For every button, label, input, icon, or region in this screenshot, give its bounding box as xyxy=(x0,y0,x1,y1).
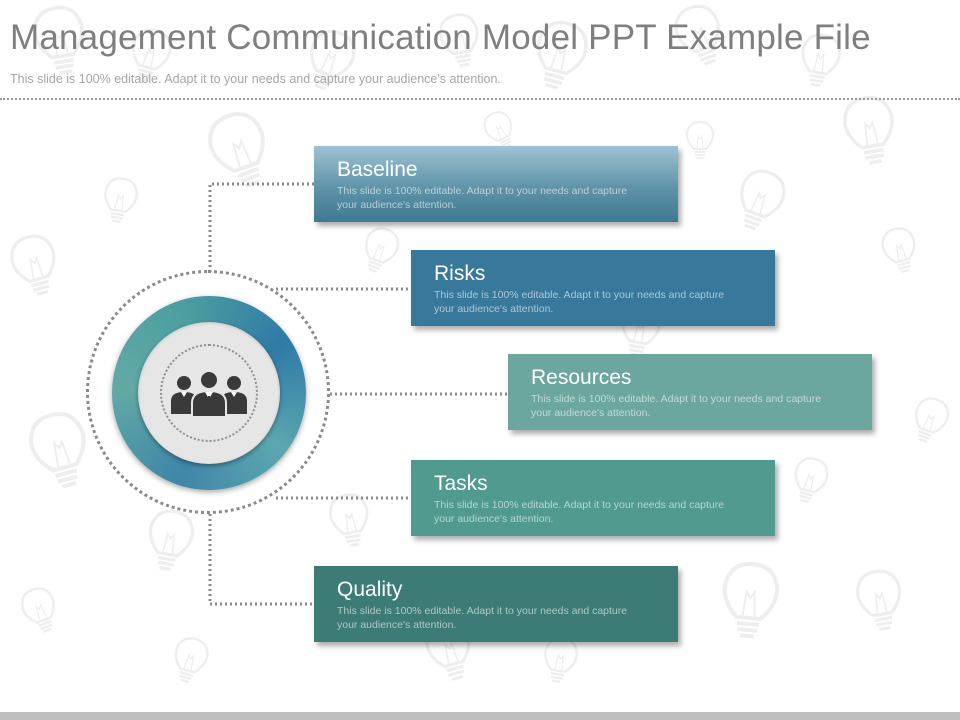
lightbulb-icon xyxy=(10,234,56,296)
item-title-risks: Risks xyxy=(434,262,486,285)
item-box-quality: Quality This slide is 100% editable. Ada… xyxy=(314,566,678,642)
lightbulb-icon xyxy=(174,637,209,684)
lightbulb-icon xyxy=(148,509,195,571)
item-title-resources: Resources xyxy=(531,366,632,389)
lightbulb-icon xyxy=(29,412,86,489)
slide-subtitle: This slide is 100% editable. Adapt it to… xyxy=(10,72,501,86)
lightbulb-icon xyxy=(132,28,172,82)
lightbulb-icon xyxy=(881,227,916,274)
lightbulb-icon xyxy=(536,20,588,90)
item-title-tasks: Tasks xyxy=(434,472,488,495)
lightbulb-icon xyxy=(801,33,842,88)
item-text-baseline: This slide is 100% editable. Adapt it to… xyxy=(337,185,628,211)
item-box-tasks: Tasks This slide is 100% editable. Adapt… xyxy=(411,460,775,536)
header-divider xyxy=(0,98,960,100)
item-text-resources: This slide is 100% editable. Adapt it to… xyxy=(531,393,822,419)
lightbulb-icon xyxy=(104,177,139,224)
people-group-icon xyxy=(171,370,247,418)
lightbulb-icon xyxy=(438,13,479,68)
lightbulb-icon xyxy=(20,587,55,633)
item-title-baseline: Baseline xyxy=(337,158,418,181)
item-box-resources: Resources This slide is 100% editable. A… xyxy=(508,354,872,430)
item-text-risks: This slide is 100% editable. Adapt it to… xyxy=(434,289,725,315)
lightbulb-icon xyxy=(674,4,720,66)
item-box-risks: Risks This slide is 100% editable. Adapt… xyxy=(411,250,775,326)
lightbulb-icon xyxy=(685,120,715,159)
connector-baseline xyxy=(208,182,314,272)
lightbulb-icon xyxy=(328,493,369,548)
item-title-quality: Quality xyxy=(337,578,403,601)
lightbulb-icon xyxy=(310,29,356,91)
bottom-bar xyxy=(0,712,960,720)
lightbulb-icon xyxy=(740,169,786,231)
item-text-quality: This slide is 100% editable. Adapt it to… xyxy=(337,605,628,631)
lightbulb-icon xyxy=(365,227,400,273)
lightbulb-icon xyxy=(32,5,84,75)
item-text-tasks: This slide is 100% editable. Adapt it to… xyxy=(434,499,725,525)
hub-outer-dotted-ring xyxy=(86,270,330,514)
connector-quality xyxy=(208,514,314,606)
hub-inner-dotted-ring xyxy=(160,344,258,442)
slide-title: Management Communication Model PPT Examp… xyxy=(10,18,871,57)
lightbulb-icon xyxy=(855,569,902,631)
lightbulb-icon xyxy=(722,562,780,639)
lightbulb-icon xyxy=(794,457,829,504)
lightbulb-icon xyxy=(915,397,950,443)
item-box-baseline: Baseline This slide is 100% editable. Ad… xyxy=(314,146,678,222)
